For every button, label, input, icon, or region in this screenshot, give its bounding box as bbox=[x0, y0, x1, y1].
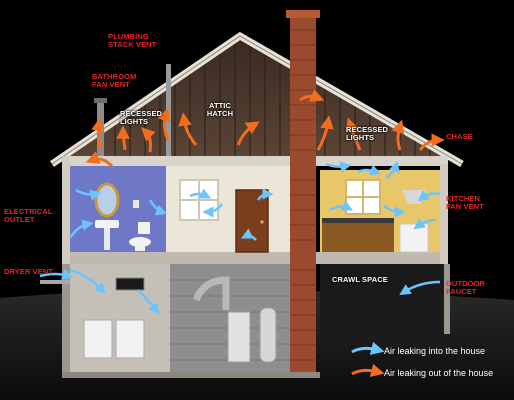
label-outdoor-faucet: OUTDOOR FAUCET bbox=[446, 279, 486, 296]
leak-in-arrows bbox=[39, 160, 441, 315]
label-attic-hatch: ATTIC HATCH bbox=[206, 101, 234, 118]
bathroom bbox=[70, 166, 166, 252]
leak-out-arrows bbox=[85, 89, 445, 168]
duct bbox=[192, 276, 230, 310]
label-dryer-vent: DRYER VENT bbox=[4, 267, 54, 276]
ceiling bbox=[66, 156, 448, 166]
dryer bbox=[115, 319, 145, 359]
legend-out-text: Air leaking out of the house bbox=[384, 368, 494, 378]
legend-into-text: Air leaking into the house bbox=[384, 346, 486, 356]
legend-in-arrow bbox=[351, 341, 385, 355]
label-plumbing-stack-vent: PLUMBING STACK VENT bbox=[108, 32, 157, 49]
label-recessed-lights-left: RECESSED LIGHTS bbox=[120, 109, 163, 126]
label-electrical-outlet: ELECTRICAL OUTLET bbox=[4, 207, 53, 224]
legend-out-arrow bbox=[351, 363, 385, 377]
label-recessed-lights-right: RECESSED LIGHTS bbox=[346, 125, 389, 142]
floor bbox=[66, 252, 448, 264]
stove bbox=[399, 223, 429, 253]
cabinets bbox=[322, 222, 394, 252]
label-crawl-space: CRAWL SPACE bbox=[332, 275, 388, 284]
chimney-arrow bbox=[299, 89, 325, 102]
water-heater bbox=[259, 307, 277, 363]
chimney bbox=[290, 16, 316, 376]
mirror bbox=[94, 182, 120, 218]
furnace bbox=[227, 311, 251, 363]
label-chase: CHASE bbox=[446, 132, 473, 141]
crawl-space bbox=[320, 264, 446, 334]
washer bbox=[83, 319, 113, 359]
label-bathroom-fan-vent: BATHROOM FAN VENT bbox=[92, 72, 137, 89]
basement-window bbox=[115, 277, 145, 291]
label-kitchen-fan-vent: KITCHEN FAN VENT bbox=[446, 194, 484, 211]
